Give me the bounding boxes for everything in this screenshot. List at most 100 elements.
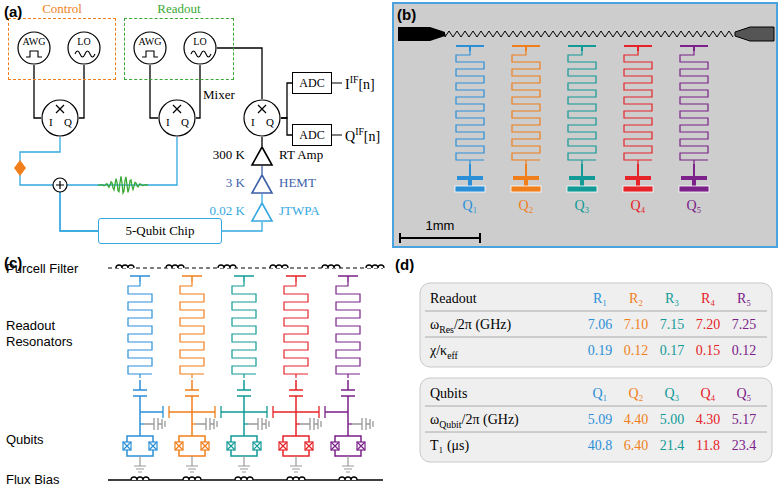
node-label: 3 K bbox=[226, 175, 245, 191]
node-label: I bbox=[49, 116, 53, 128]
label-text: 0.17 bbox=[660, 343, 685, 360]
panel-a-decor bbox=[14, 83, 342, 192]
signal-wire bbox=[222, 222, 262, 231]
subscript: Res bbox=[439, 324, 454, 335]
qubit-wire bbox=[244, 423, 248, 424]
signal-wire bbox=[60, 137, 177, 231]
label-text: Q₅ bbox=[687, 198, 702, 215]
label-part: Q₁ bbox=[593, 386, 608, 401]
resonator-meander bbox=[624, 51, 652, 164]
junction-cross bbox=[123, 442, 131, 450]
qubit-coupler bbox=[296, 406, 319, 418]
ground-capacitor bbox=[248, 418, 269, 430]
label-text: Readout Resonators bbox=[6, 318, 90, 351]
amplifier-symbol: 3 KHEMT bbox=[251, 174, 273, 194]
label-text: R₂ bbox=[629, 291, 643, 308]
iq-mixer: IQ bbox=[158, 99, 196, 137]
coupling-capacitor bbox=[133, 380, 147, 436]
resonator-stem bbox=[525, 164, 527, 178]
panel-b-decor bbox=[393, 3, 777, 247]
label-part: 7.25 bbox=[732, 317, 757, 332]
josephson-junction bbox=[227, 442, 235, 450]
label-part: Q₅ bbox=[687, 198, 702, 213]
node-label: Q bbox=[266, 116, 274, 128]
subscript: eff bbox=[447, 350, 458, 361]
label-text: 11.8 bbox=[696, 438, 720, 455]
signal-wire bbox=[20, 137, 98, 231]
qubit-coupler bbox=[244, 406, 267, 418]
node-label: Control bbox=[9, 1, 115, 17]
label-text: ωQubit/2π (GHz) bbox=[430, 412, 519, 431]
node-label: RT Amp bbox=[279, 147, 323, 163]
label-part: Flux Bias bbox=[6, 472, 59, 487]
label-part: Readout bbox=[430, 291, 477, 306]
junction-cross bbox=[201, 442, 209, 450]
ground-capacitor bbox=[300, 418, 321, 430]
label-text: 7.20 bbox=[696, 317, 721, 334]
node-label: Q bbox=[181, 116, 189, 128]
resonator-coupler bbox=[456, 46, 484, 51]
qubit-pad bbox=[567, 186, 597, 192]
qubit-pad bbox=[511, 186, 541, 192]
qubit-pad bbox=[455, 186, 485, 192]
demod-mixer: MixerIQ bbox=[243, 99, 281, 137]
amplifier-symbol-outline bbox=[251, 174, 273, 194]
node-label: I bbox=[166, 116, 170, 128]
label-part: Q₂ bbox=[629, 386, 644, 401]
qubit-wire bbox=[296, 423, 300, 424]
inductor-symbol bbox=[218, 265, 236, 268]
label-part: 0.15 bbox=[696, 343, 721, 358]
resonator-meander bbox=[512, 51, 540, 164]
node-label: ADC bbox=[299, 128, 324, 143]
qubit-coupler bbox=[140, 406, 163, 418]
node-label: Q bbox=[64, 116, 72, 128]
label-text: 6.40 bbox=[624, 438, 649, 455]
label-part: 40.8 bbox=[588, 438, 613, 453]
josephson-junction bbox=[123, 442, 131, 450]
flux-inductor bbox=[287, 477, 305, 480]
label-part: Q₅ bbox=[737, 386, 752, 401]
label-text: Q₁ bbox=[593, 386, 608, 403]
signal-wire bbox=[150, 65, 158, 118]
adder-plus bbox=[56, 181, 64, 189]
generated-strokes bbox=[98, 31, 733, 480]
label-text: 21.4 bbox=[660, 438, 685, 455]
table-rule bbox=[425, 406, 767, 432]
label-part: 21.4 bbox=[660, 438, 685, 453]
label-part: T₁ (μs) bbox=[430, 438, 469, 453]
label-part: Q₄ bbox=[631, 198, 646, 213]
lo-circle: LO bbox=[67, 31, 101, 65]
label-text: Purcell Filter bbox=[6, 261, 78, 277]
superscript: IF bbox=[350, 74, 359, 85]
qubit-stem bbox=[636, 180, 640, 186]
readout-group: ReadoutAWGLO bbox=[124, 18, 234, 80]
iq-mixer: IQ bbox=[41, 99, 79, 137]
inductor-symbol bbox=[166, 265, 184, 268]
junction-cross bbox=[357, 442, 365, 450]
node-label: 0.02 K bbox=[210, 203, 245, 219]
label-text: Q₄ bbox=[631, 198, 646, 215]
label-text: 7.06 bbox=[588, 317, 613, 334]
purcell-line bbox=[108, 268, 383, 269]
qubit-stem bbox=[580, 180, 584, 186]
resonator-stem bbox=[637, 164, 639, 178]
label-part: 6.40 bbox=[624, 438, 649, 453]
awg-circle: AWG bbox=[17, 31, 51, 65]
label-part: (a) bbox=[4, 3, 22, 20]
label-part: [n] bbox=[358, 77, 374, 92]
resonator-meander bbox=[180, 282, 204, 378]
label-part: Purcell Filter bbox=[6, 261, 78, 276]
resonator-coupler bbox=[234, 276, 254, 282]
label-part: Readout Resonators bbox=[6, 318, 72, 349]
label-text: ωRes/2π (GHz) bbox=[430, 317, 511, 336]
label-text: (a) bbox=[4, 3, 22, 21]
label-part: (d) bbox=[395, 256, 414, 273]
label-part: Q₃ bbox=[575, 198, 590, 213]
junction-cross bbox=[253, 442, 261, 450]
label-part: /2π (GHz) bbox=[454, 317, 511, 332]
josephson-junction bbox=[149, 442, 157, 450]
label-text: Q₃ bbox=[575, 198, 590, 215]
label-part: I bbox=[345, 77, 350, 92]
resonator-meander bbox=[232, 282, 256, 378]
label-text: 7.15 bbox=[660, 317, 685, 334]
